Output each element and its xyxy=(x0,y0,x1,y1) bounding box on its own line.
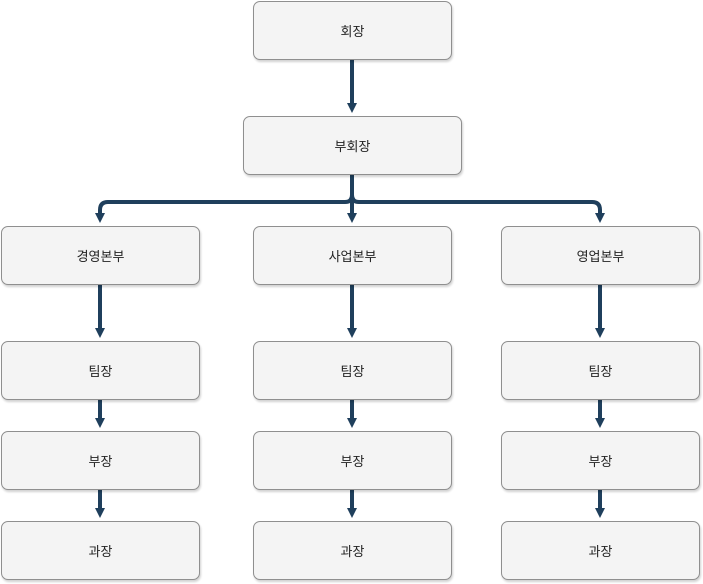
node-vice-chairman: 부회장 xyxy=(243,116,462,175)
node-sales-section-manager-label: 과장 xyxy=(588,545,613,560)
edge-vice-chairman-to-management-division xyxy=(95,175,354,223)
node-business-team-leader: 팀장 xyxy=(253,341,452,400)
node-sales-section-manager: 과장 xyxy=(501,521,700,580)
node-vice-chairman-label: 부회장 xyxy=(334,140,371,155)
node-business-division: 사업본부 xyxy=(253,226,452,285)
node-management-team-leader: 팀장 xyxy=(1,341,200,400)
node-chairman-label: 회장 xyxy=(340,25,365,40)
node-management-section-manager-label: 과장 xyxy=(88,545,113,560)
node-management-team-leader-label: 팀장 xyxy=(88,365,113,380)
node-sales-team-leader: 팀장 xyxy=(501,341,700,400)
node-sales-general-manager: 부장 xyxy=(501,431,700,490)
node-sales-division-label: 영업본부 xyxy=(576,250,625,265)
node-business-team-leader-label: 팀장 xyxy=(340,365,365,380)
node-management-general-manager-label: 부장 xyxy=(88,455,113,470)
node-chairman: 회장 xyxy=(253,1,452,60)
node-business-division-label: 사업본부 xyxy=(328,250,377,265)
node-business-section-manager: 과장 xyxy=(253,521,452,580)
node-business-section-manager-label: 과장 xyxy=(340,545,365,560)
node-business-general-manager-label: 부장 xyxy=(340,455,365,470)
node-sales-division: 영업본부 xyxy=(501,226,700,285)
node-sales-team-leader-label: 팀장 xyxy=(588,365,613,380)
node-business-general-manager: 부장 xyxy=(253,431,452,490)
node-management-division-label: 경영본부 xyxy=(76,250,125,265)
node-management-general-manager: 부장 xyxy=(1,431,200,490)
edge-vice-chairman-to-sales-division xyxy=(350,175,605,223)
node-management-division: 경영본부 xyxy=(1,226,200,285)
node-management-section-manager: 과장 xyxy=(1,521,200,580)
node-sales-general-manager-label: 부장 xyxy=(588,455,613,470)
